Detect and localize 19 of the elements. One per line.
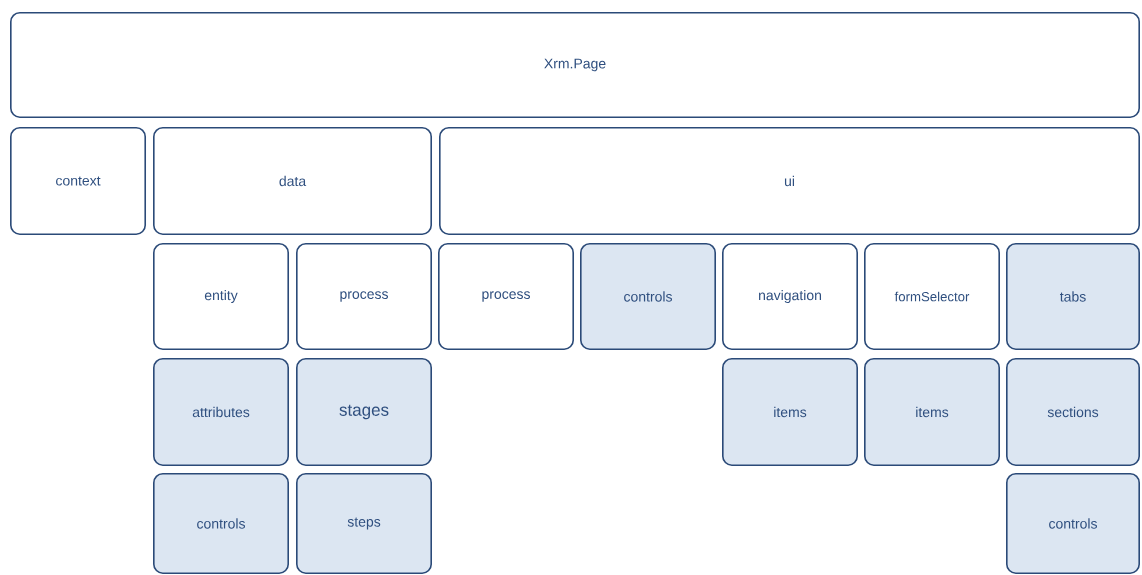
box: navigation [722,243,858,350]
box: sections [1006,357,1140,466]
box: attributes [153,357,289,466]
box: context [10,127,146,235]
box: items [722,357,858,466]
box: controls [580,243,716,350]
box: ui [439,127,1140,235]
box: formSelector [864,243,1000,350]
box: Xrm.Page [10,12,1140,118]
box: tabs [1006,243,1140,350]
box: data [153,127,432,235]
box: steps [296,473,432,574]
box: items [864,357,1000,466]
box: process [438,243,574,350]
box: controls [153,473,289,574]
box: stages [296,357,432,466]
box: process [296,243,432,350]
box: entity [153,243,289,350]
box: controls [1006,473,1140,574]
